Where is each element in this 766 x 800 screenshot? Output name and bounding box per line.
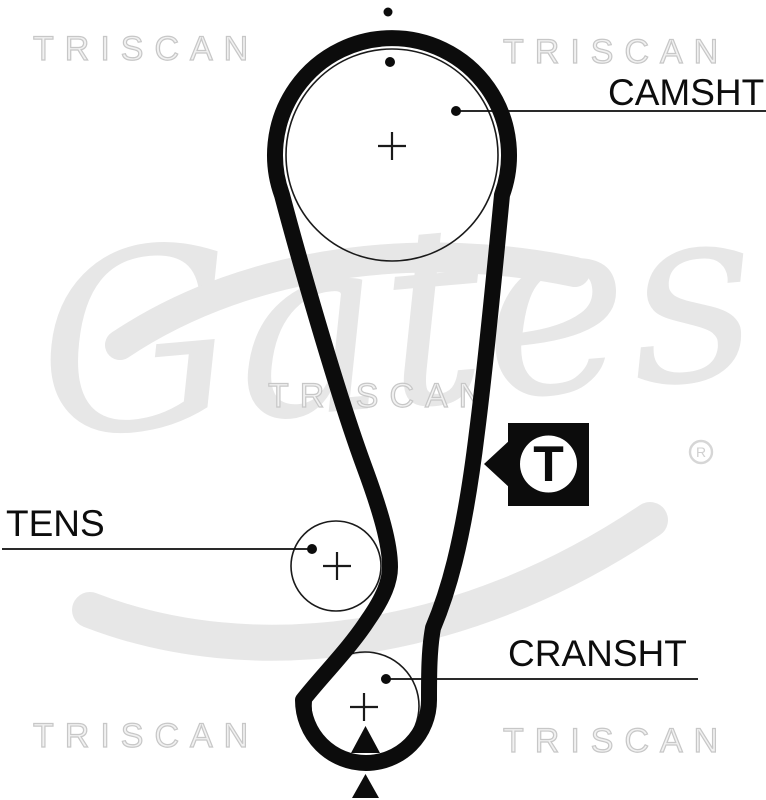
tensioner-label: TENS	[6, 503, 105, 544]
crankshaft-label: CRANSHT	[508, 633, 687, 674]
brand-swash-top	[105, 242, 590, 360]
camshaft-label: CAMSHT	[608, 72, 765, 113]
tensioner-pulley-circle	[290, 520, 382, 612]
bottom-alignment-arrow-icon	[352, 774, 379, 798]
crankshaft-leader-dot	[381, 674, 391, 684]
camshaft-leader-dot	[451, 106, 461, 116]
triscan-watermark-middle: TRISCAN	[267, 376, 495, 415]
timing-mark-dot-outer	[383, 7, 393, 17]
triscan-watermark-top-left: TRISCAN	[32, 29, 260, 68]
triscan-watermark-bottom-left: TRISCAN	[32, 716, 260, 755]
camshaft-pulley-circle	[285, 48, 499, 262]
registered-trademark-letter: R	[696, 444, 706, 460]
triscan-watermark-bottom-right: TRISCAN	[502, 721, 730, 760]
timing-belt	[267, 30, 517, 771]
camshaft-center-cross	[378, 132, 406, 160]
triscan-watermark-top-right: TRISCAN	[502, 32, 730, 71]
tension-direction-arrow-icon	[484, 440, 510, 488]
tensioner-leader-dot	[307, 544, 317, 554]
crankshaft-center-cross	[350, 693, 378, 721]
crankshaft-timing-arrow-icon	[351, 726, 380, 753]
timing-mark-dot-inner	[385, 57, 395, 67]
tension-marker-circle	[520, 435, 577, 493]
registered-trademark-circle	[688, 439, 714, 465]
tension-marker-letter: T	[533, 436, 564, 492]
tensioner-center-cross	[323, 552, 351, 580]
